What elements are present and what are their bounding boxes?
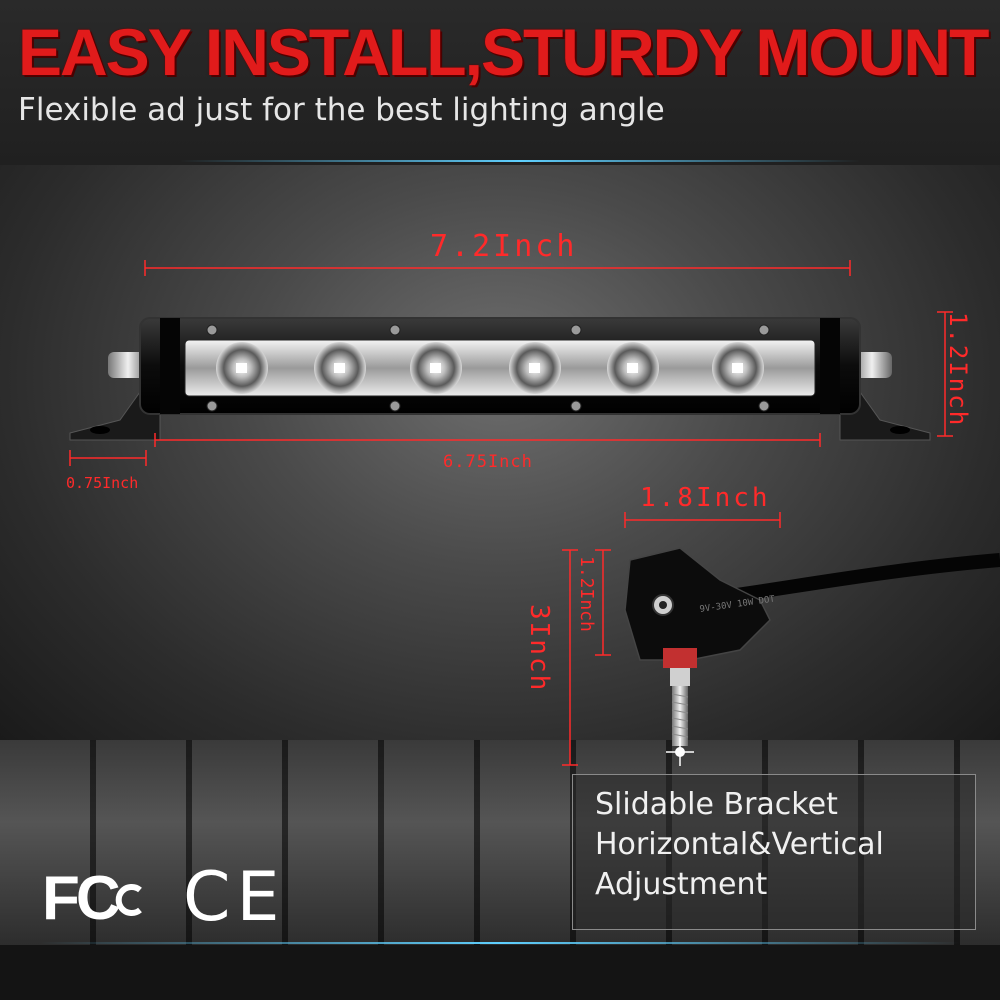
subheadline: Flexible ad just for the best lighting a…: [18, 92, 665, 128]
led-4: [509, 342, 561, 394]
ce-logo: CE: [183, 858, 286, 937]
housing-screws: [206, 324, 770, 412]
label-bracket-height: 1.2Inch: [576, 556, 597, 632]
caption-box: Slidable Bracket Horizontal&Vertical Adj…: [572, 774, 976, 930]
dimension-bracket-height: [595, 549, 611, 656]
side-view-light: 9V-30V 10W DOT: [624, 547, 1000, 766]
label-body-length: 6.75Inch: [443, 452, 533, 472]
dimension-bracket-offset: [69, 450, 147, 466]
end-bolts: [108, 352, 892, 378]
dimension-overall-length: [144, 260, 851, 276]
footer-background: [0, 945, 1000, 1000]
top-glow-line: [180, 160, 860, 162]
label-overall-length: 7.2Inch: [430, 229, 578, 264]
headline: EASY INSTALL,STURDY MOUNT: [18, 15, 989, 89]
label-total-height: 3Inch: [524, 604, 554, 693]
led-array: [216, 342, 764, 394]
led-6: [712, 342, 764, 394]
label-bracket-width: 1.8Inch: [640, 483, 771, 513]
fcc-logo: FC: [42, 864, 162, 934]
label-height: 1.2Inch: [944, 312, 972, 428]
bottom-glow-line: [40, 942, 960, 944]
caption-line-2: Horizontal&Vertical: [595, 827, 884, 862]
led-3: [410, 342, 462, 394]
backdrop-cloth: [0, 165, 1000, 765]
label-bracket-offset: 0.75Inch: [66, 474, 139, 492]
dimension-body-length: [154, 433, 821, 447]
fcc-logo-text: FC: [42, 864, 121, 933]
led-1: [216, 342, 268, 394]
dimension-bracket-width: [624, 512, 781, 528]
dimension-height: [937, 311, 953, 437]
dimension-total-height: [562, 549, 578, 766]
caption-line-3: Adjustment: [595, 867, 768, 902]
led-2: [314, 342, 366, 394]
fcc-inner-c-icon: [115, 884, 142, 916]
caption-line-1: Slidable Bracket: [595, 787, 838, 822]
header-background: [0, 0, 1000, 165]
led-5: [607, 342, 659, 394]
